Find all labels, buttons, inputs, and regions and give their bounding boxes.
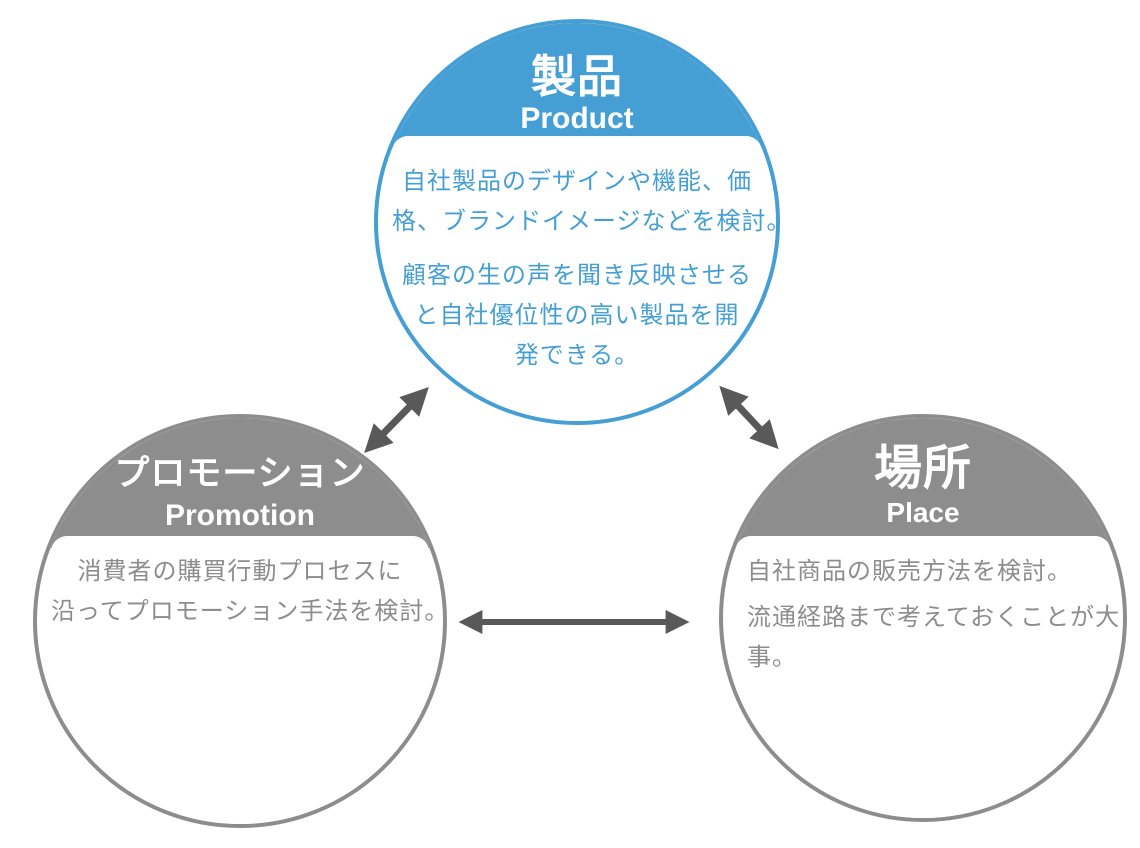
node-place-header: 場所 Place [723,418,1123,548]
node-product-title-ja: 製品 [530,51,623,102]
node-product-paragraph-2: 顧客の生の声を聞き反映させる と自社優位性の高い製品を開 発できる。 [402,262,752,369]
node-product-title-en: Product [520,102,634,135]
node-promotion-title-ja: プロモーション [114,454,366,493]
node-product-paragraph-1: 自社製品のデザインや機能、価 格、ブランドイメージなどを検討。 [392,168,780,235]
node-promotion: プロモーション Promotion 消費者の購買行動プロセスに 沿ってプロモーシ… [33,414,447,828]
node-place-body: 自社商品の販売方法を検討。 流通経路まで考えておくことが大 事。 [735,536,1121,818]
node-promotion-paragraph-1: 消費者の購買行動プロセスに 沿ってプロモーション手法を検討。 [51,558,447,625]
node-place-paragraph-2: 流通経路まで考えておくことが大 事。 [747,604,1121,671]
node-product-header: 製品 Product [378,23,776,148]
node-product-body: 自社製品のデザインや機能、価 格、ブランドイメージなどを検討。 顧客の生の声を聞… [392,136,780,421]
node-place-title-en: Place [886,497,960,528]
node-product: 製品 Product 自社製品のデザインや機能、価 格、ブランドイメージなどを検… [374,19,780,425]
node-promotion-header: プロモーション Promotion [37,418,443,548]
node-place: 場所 Place 自社商品の販売方法を検討。 流通経路まで考えておくことが大 事… [719,414,1127,822]
node-promotion-body: 消費者の購買行動プロセスに 沿ってプロモーション手法を検討。 [51,536,447,824]
node-place-title-ja: 場所 [873,442,972,495]
node-place-paragraph-1: 自社商品の販売方法を検討。 [747,558,1072,585]
node-promotion-title-en: Promotion [165,499,315,532]
